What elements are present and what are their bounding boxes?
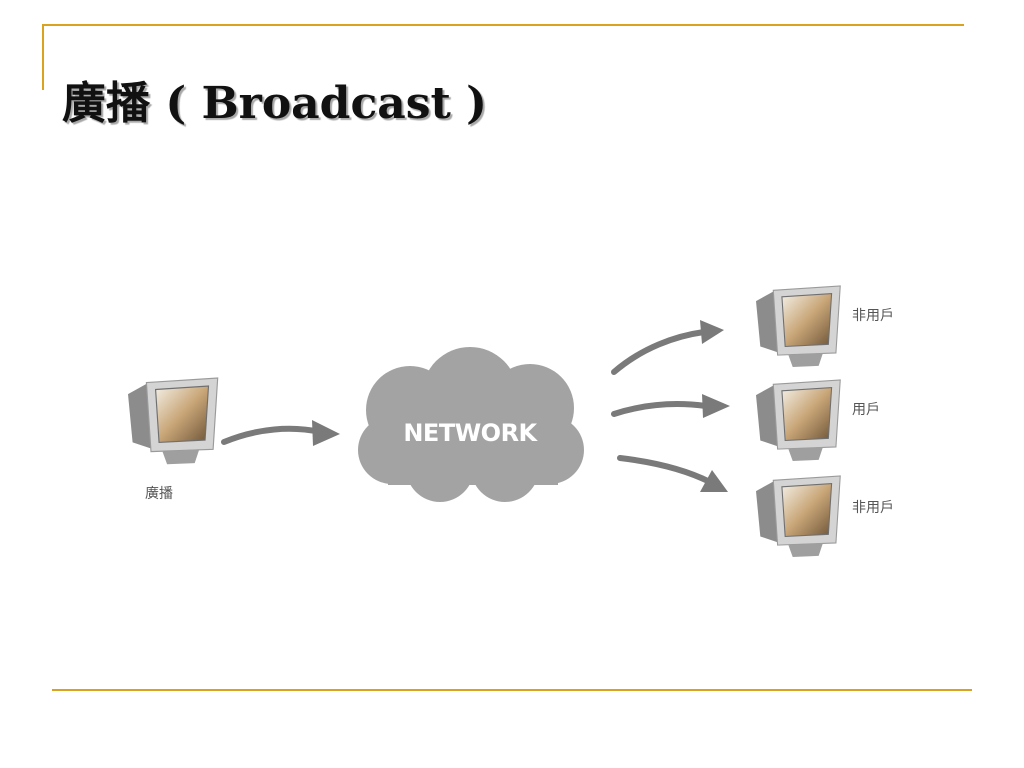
receiver-label: 用戶 bbox=[852, 402, 880, 418]
network-to-receiver-3-arrow-icon bbox=[617, 455, 728, 492]
sender-computer-icon bbox=[127, 377, 219, 465]
network-cloud-icon bbox=[358, 347, 584, 502]
network-to-receiver-2-arrow-icon bbox=[611, 394, 730, 418]
sender-label: 廣播 bbox=[145, 485, 173, 502]
slide-title: 廣播 ( Broadcast ) bbox=[62, 78, 487, 129]
receiver-computer-icon bbox=[755, 285, 841, 368]
network-label: NETWORK bbox=[403, 419, 538, 447]
network-to-receiver-1-arrow-icon bbox=[611, 320, 724, 375]
bottom-rule bbox=[52, 689, 972, 691]
left-rule bbox=[42, 24, 44, 90]
top-rule bbox=[42, 24, 964, 26]
receiver-label: 非用戶 bbox=[852, 308, 894, 324]
receiver-computer-icon bbox=[755, 379, 841, 462]
receiver-computer-icon bbox=[755, 475, 841, 558]
receiver-label: 非用戶 bbox=[852, 500, 894, 516]
sender-to-network-arrow-icon bbox=[221, 420, 340, 446]
